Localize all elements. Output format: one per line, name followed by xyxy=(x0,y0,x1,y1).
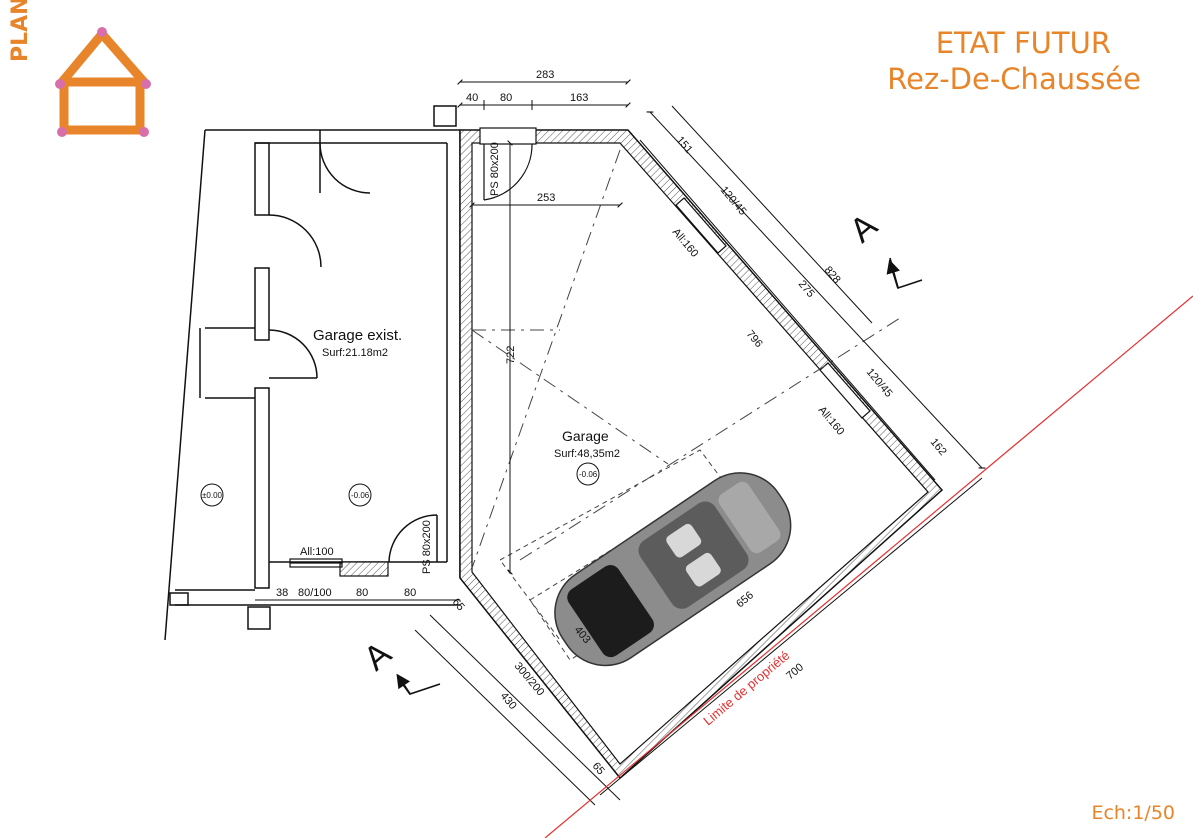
scale-label: Ech:1/50 xyxy=(1091,802,1175,824)
section-marker-top: A xyxy=(843,206,923,290)
dim-bottom-c: 80 xyxy=(356,587,368,599)
dim-bottom-d: 80 xyxy=(404,587,416,599)
dim-top-b: 80 xyxy=(500,92,512,104)
car-topview xyxy=(554,472,792,667)
dim-top-a: 40 xyxy=(466,92,478,104)
new-room-area: Surf:48,35m2 xyxy=(554,448,620,460)
dim-top-c: 163 xyxy=(570,92,588,104)
level-new: -0.06 xyxy=(579,470,598,479)
dim-top-total: 283 xyxy=(536,69,554,81)
svg-text:A: A xyxy=(843,206,885,250)
door-top-label: PS 80x200 xyxy=(489,142,501,196)
existing-room-name: Garage exist. xyxy=(313,327,402,344)
window-bottom-label: All:100 xyxy=(300,546,334,558)
dim-inner-width: 253 xyxy=(537,192,555,204)
dim-diag-b: 275 xyxy=(796,278,817,300)
property-line xyxy=(544,295,1193,838)
plan-subtitle: Rez-De-Chaussée xyxy=(887,62,1141,96)
dim-diag-total: 828 xyxy=(822,264,843,286)
existing-wall-hatch xyxy=(339,561,389,577)
existing-window xyxy=(289,558,343,568)
door-bottom-label: PS 80x200 xyxy=(421,520,433,574)
new-garage-door xyxy=(479,127,537,201)
dim-bottom-a: 38 xyxy=(276,587,288,599)
new-room-name: Garage xyxy=(562,428,609,444)
dim-bottom-e: 65 xyxy=(450,596,467,613)
dim-diag-a: 151 xyxy=(674,134,695,156)
dimension-lines xyxy=(255,79,986,806)
level-left: ±0.00 xyxy=(202,491,223,500)
house-logo xyxy=(55,27,151,137)
level-markers xyxy=(200,462,600,507)
dim-bottom-b: 80/100 xyxy=(298,587,332,599)
dim-diag-c: 162 xyxy=(928,436,949,458)
level-existing: -0.06 xyxy=(351,491,370,500)
window-upper-size: 120/45 xyxy=(718,184,749,217)
dim-side-c: 430 xyxy=(498,690,519,712)
section-marker-bottom: A xyxy=(357,634,441,695)
plan-title: ETAT FUTUR xyxy=(935,26,1111,60)
dim-side-d: 65 xyxy=(590,760,607,777)
dim-slab-total: 700 xyxy=(784,661,806,682)
existing-room-area: Surf:21.18m2 xyxy=(322,347,388,359)
svg-text:A: A xyxy=(357,634,399,678)
window-lower-size: 120/45 xyxy=(864,366,895,399)
dim-height-left: 722 xyxy=(505,346,517,364)
existing-building-walls xyxy=(164,105,461,641)
